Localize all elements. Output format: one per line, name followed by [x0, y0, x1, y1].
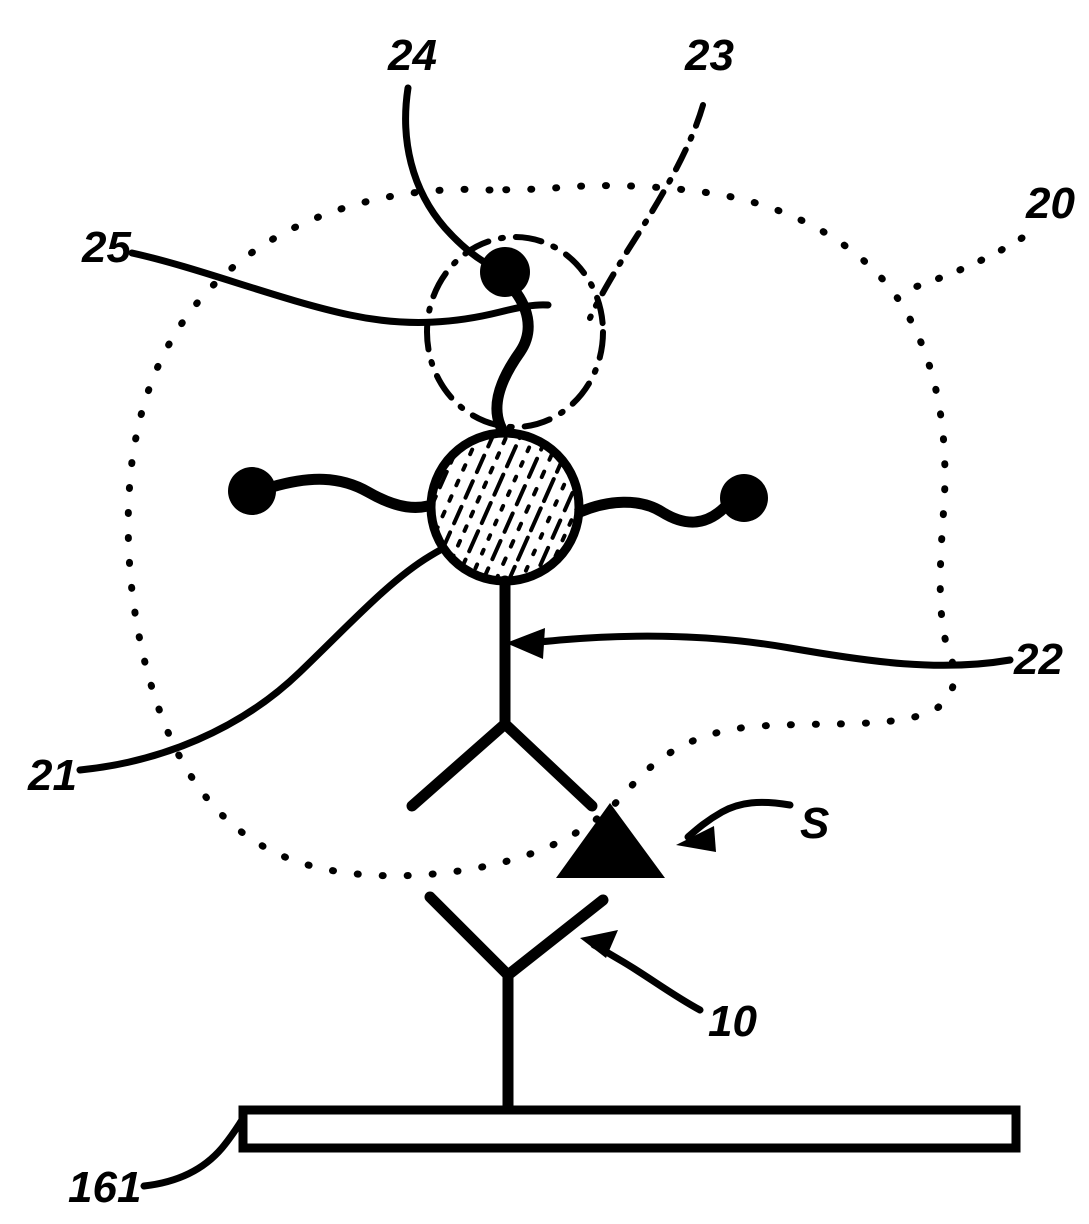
ref-label-23: 23 [684, 31, 734, 80]
ref-label-22: 22 [1013, 635, 1063, 684]
ref-label-161: 161 [68, 1163, 141, 1212]
lower-antibody-arm-left [424, 891, 514, 981]
leader-21 [76, 534, 472, 774]
leader-25 [128, 249, 552, 326]
tentacle-top [480, 247, 534, 452]
tentacle-right [574, 474, 768, 528]
ref-label-21: 21 [27, 751, 77, 800]
ref-label-S: S [800, 799, 829, 848]
leader-161-path [140, 1116, 246, 1190]
dashdot-circle-23 [424, 234, 606, 430]
ref-label-10: 10 [708, 997, 757, 1046]
leader-23-path [587, 102, 706, 321]
ref-label-24: 24 [387, 31, 437, 80]
arrowhead-S [676, 826, 716, 852]
dashdot-circle-path [424, 234, 606, 430]
binding-dot-right [720, 474, 768, 522]
leader-10 [580, 930, 704, 1014]
arrowhead-10 [580, 930, 618, 958]
leader-25-path [128, 249, 552, 326]
leader-20-path [896, 234, 1026, 296]
leader-10-path [590, 941, 704, 1014]
arrowhead-22 [506, 628, 545, 659]
leader-23 [587, 102, 706, 321]
upper-antibody-arm-right [499, 718, 598, 812]
binding-dot-top [480, 247, 530, 297]
ref-label-20: 20 [1025, 179, 1075, 228]
upper-antibody-22 [406, 575, 598, 812]
leader-161 [140, 1116, 246, 1190]
leader-22-path [516, 632, 1014, 669]
leader-S [676, 798, 794, 852]
dotted-boundary-path [124, 182, 958, 880]
lower-antibody-10 [424, 891, 609, 1116]
analyte-triangle-shape [556, 803, 665, 878]
leader-20 [896, 234, 1026, 296]
lower-antibody-arm-right [502, 894, 609, 981]
leader-21-path [76, 534, 472, 774]
substrate-plate-161 [238, 1105, 1021, 1153]
binding-dot-left [228, 467, 276, 515]
ref-label-25: 25 [81, 223, 131, 272]
upper-antibody-arm-left [406, 718, 511, 812]
tentacle-right-path [574, 494, 739, 528]
leader-22 [506, 628, 1014, 669]
core-particle [426, 428, 584, 586]
substrate-plate-rect [238, 1105, 1021, 1153]
analyte-triangle-S [556, 803, 665, 878]
dotted-boundary-20 [124, 182, 958, 880]
leader-S-path [684, 798, 794, 841]
